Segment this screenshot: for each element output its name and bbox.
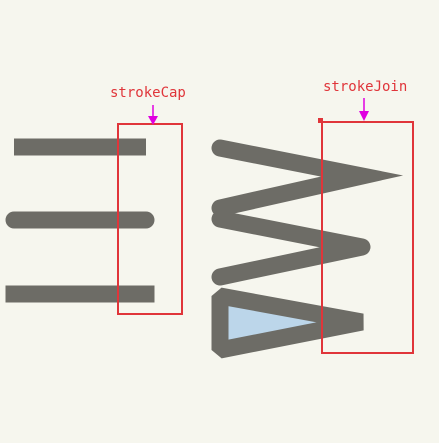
- stroke-cap-label: strokeCap: [110, 85, 186, 101]
- stroke-cap-demo: [5, 138, 155, 303]
- stroke-join-highlight-box: [321, 121, 414, 354]
- stroke-cap-highlight-box: [117, 123, 183, 315]
- stroke-join-pointer-arrow-icon: [359, 98, 369, 121]
- bevel-join-triangle: [211, 287, 364, 359]
- box-corner-marker: [318, 118, 323, 123]
- miter-join-polyline: [211, 139, 404, 217]
- stroke-cap-pointer-arrow-icon: [148, 105, 158, 125]
- stroke-join-label: strokeJoin: [323, 79, 407, 95]
- round-join-polyline: [211, 210, 371, 286]
- stroke-join-demo: [211, 139, 404, 359]
